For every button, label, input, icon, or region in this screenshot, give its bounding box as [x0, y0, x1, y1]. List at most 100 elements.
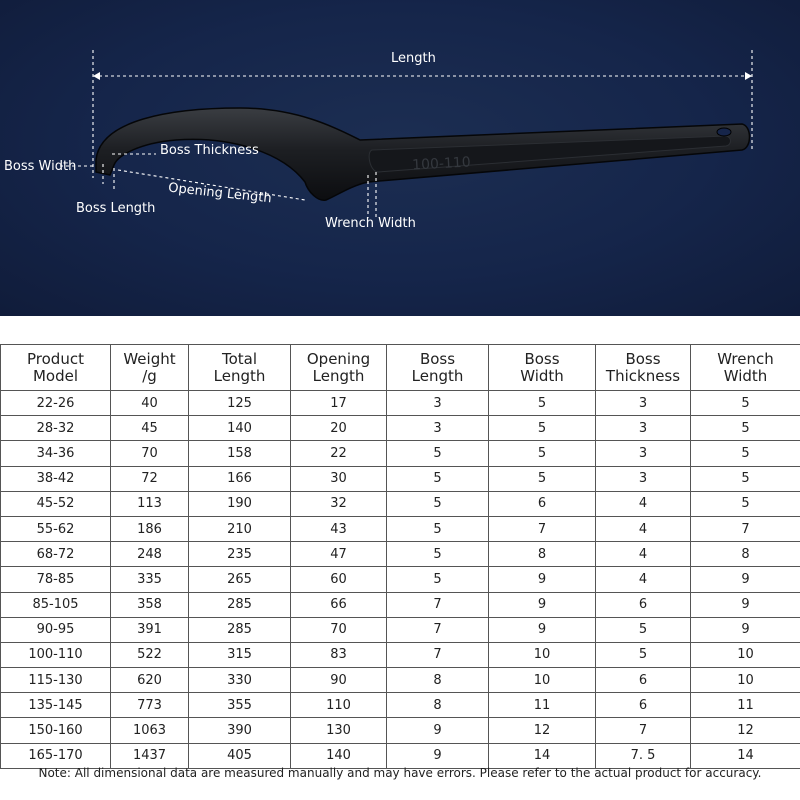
header-line: Wrench	[717, 349, 774, 368]
table-cell: 9	[690, 566, 800, 593]
table-cell: 330	[188, 667, 291, 694]
table-cell: 5	[386, 515, 489, 543]
table-cell: 5	[386, 541, 489, 568]
header-line: Width	[723, 366, 768, 385]
table-cell: 3	[595, 465, 691, 492]
table-cell: 10	[488, 667, 596, 694]
table-cell: 5	[488, 389, 596, 417]
table-cell: 150-160	[0, 717, 111, 744]
table-cell: 78-85	[0, 566, 111, 593]
table-cell: 90-95	[0, 616, 111, 643]
table-cell: 38-42	[0, 465, 111, 492]
header-line: Thickness	[605, 366, 681, 385]
table-cell: 140	[188, 415, 291, 442]
table-cell: 11	[690, 692, 800, 719]
table-cell: 8	[488, 541, 596, 568]
table-cell: 8	[690, 541, 800, 568]
table-cell: 620	[110, 667, 189, 694]
table-cell: 158	[188, 440, 291, 467]
table-cell: 140	[290, 742, 387, 769]
table-cell: 210	[188, 515, 291, 543]
table-cell: 285	[188, 616, 291, 643]
dimension-lines	[60, 50, 753, 218]
table-cell: 285	[188, 591, 291, 618]
table-cell: 22	[290, 440, 387, 467]
table-cell: 10	[488, 641, 596, 669]
table-cell: 30	[290, 465, 387, 492]
wrench-illustration: 100-110	[60, 50, 753, 218]
table-cell: 14	[488, 742, 596, 769]
label-boss-thickness: Boss Thickness	[160, 143, 259, 158]
table-cell: 125	[188, 389, 291, 417]
engraving-text: 100-110	[412, 154, 471, 173]
header-line: Total	[221, 349, 258, 368]
table-cell: 9	[386, 717, 489, 744]
header-line: Model	[32, 366, 79, 385]
table-cell: 5	[386, 440, 489, 467]
table-cell: 85-105	[0, 591, 111, 618]
table-cell: 4	[595, 541, 691, 568]
label-wrench-width: Wrench Width	[325, 216, 416, 231]
table-cell: 522	[110, 641, 189, 669]
table-cell: 190	[188, 490, 291, 517]
table-cell: 405	[188, 742, 291, 769]
table-cell: 5	[690, 490, 800, 517]
table-cell: 28-32	[0, 415, 111, 442]
table-cell: 40	[110, 389, 189, 417]
table-cell: 130	[290, 717, 387, 744]
table-cell: 5	[690, 465, 800, 492]
table-cell: 9	[488, 591, 596, 618]
table-cell: 68-72	[0, 541, 111, 568]
table-cell: 100-110	[0, 641, 111, 669]
table-cell: 66	[290, 591, 387, 618]
table-cell: 335	[110, 566, 189, 593]
table-cell: 4	[595, 515, 691, 543]
table-cell: 34-36	[0, 440, 111, 467]
table-cell: 17	[290, 389, 387, 417]
table-cell: 235	[188, 541, 291, 568]
header-line: Boss	[524, 349, 560, 368]
table-cell: 773	[110, 692, 189, 719]
table-cell: 135-145	[0, 692, 111, 719]
table-cell: 186	[110, 515, 189, 543]
table-cell: 391	[110, 616, 189, 643]
table-cell: 248	[110, 541, 189, 568]
table-cell: 3	[386, 415, 489, 442]
table-cell: 5	[690, 415, 800, 442]
table-cell: 113	[110, 490, 189, 517]
table-cell: 3	[595, 440, 691, 467]
table-cell: 7. 5	[595, 742, 691, 769]
table-cell: 358	[110, 591, 189, 618]
header-line: Length	[312, 366, 365, 385]
table-cell: 7	[488, 515, 596, 543]
table-cell: 10	[690, 641, 800, 669]
table-cell: 10	[690, 667, 800, 694]
table-cell: 55-62	[0, 515, 111, 543]
table-cell: 4	[595, 566, 691, 593]
handle-recess	[368, 135, 731, 173]
table-cell: 355	[188, 692, 291, 719]
table-cell: 5	[386, 490, 489, 517]
table-cell: 315	[188, 641, 291, 669]
column-header: Weight/g	[110, 344, 189, 391]
table-cell: 166	[188, 465, 291, 492]
table-cell: 115-130	[0, 667, 111, 694]
table-cell: 7	[386, 616, 489, 643]
table-cell: 14	[690, 742, 800, 769]
table-cell: 165-170	[0, 742, 111, 769]
header-line: Length	[213, 366, 266, 385]
table-cell: 60	[290, 566, 387, 593]
